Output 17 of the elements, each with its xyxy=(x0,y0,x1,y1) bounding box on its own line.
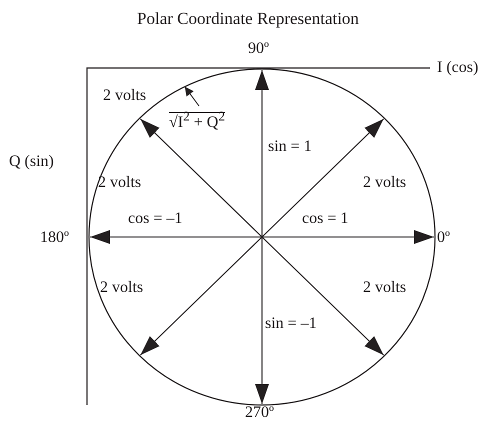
axis-label: I (cos) xyxy=(437,59,478,77)
value-label: cos = 1 xyxy=(302,210,348,228)
value-label: sin = –1 xyxy=(265,315,317,333)
angle-label: 0º xyxy=(437,229,450,247)
leader-line xyxy=(184,86,200,106)
angle-label: 180º xyxy=(40,229,69,247)
value-label: cos = –1 xyxy=(128,210,182,228)
angle-label: 270º xyxy=(245,404,274,422)
magnitude-label: 2 volts xyxy=(363,174,406,192)
magnitude-label: 2 volts xyxy=(363,279,406,297)
magnitude-label: 2 volts xyxy=(103,87,146,105)
axis-label: Q (sin) xyxy=(9,153,54,171)
angle-label: 90º xyxy=(248,40,269,58)
magnitude-label: 2 volts xyxy=(100,279,144,297)
magnitude-label: 2 volts xyxy=(98,174,142,192)
diagram-title: Polar Coordinate Representation xyxy=(136,10,360,28)
value-label: sin = 1 xyxy=(268,138,312,156)
